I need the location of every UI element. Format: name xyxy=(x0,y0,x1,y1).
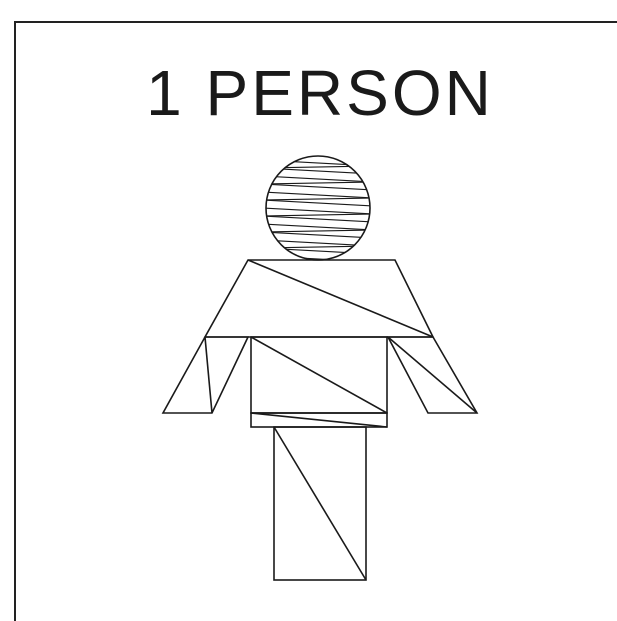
head-icon xyxy=(262,156,374,262)
torso-shape xyxy=(251,337,387,413)
shoulders-shape xyxy=(205,260,433,337)
right-arm-shape xyxy=(388,337,477,413)
waist-band-shape xyxy=(251,413,387,427)
leg-shape xyxy=(274,427,366,580)
left-arm-shape xyxy=(163,337,248,413)
